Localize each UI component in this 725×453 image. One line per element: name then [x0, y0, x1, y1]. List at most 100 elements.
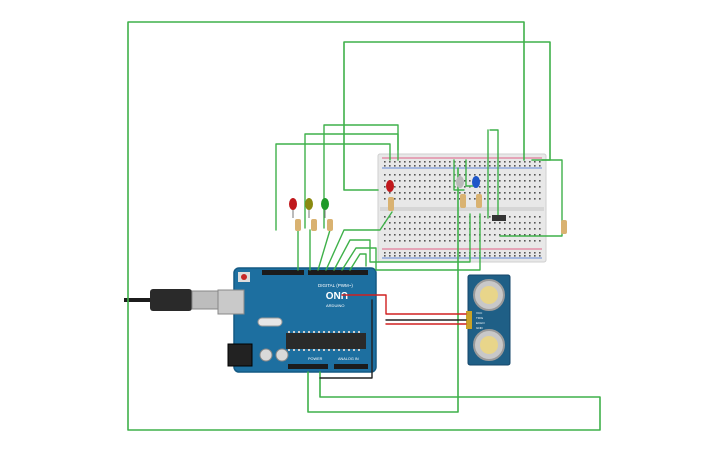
breadboard-hole — [459, 222, 461, 224]
breadboard-hole — [539, 234, 541, 236]
resistor-board-right[interactable] — [561, 220, 567, 234]
wire-d-pin-7[interactable] — [349, 253, 367, 271]
breadboard-hole — [429, 228, 431, 230]
led-red-left[interactable] — [289, 198, 297, 218]
breadboard-hole — [514, 240, 516, 242]
resistor-left-3[interactable] — [327, 219, 333, 231]
breadboard-hole — [499, 198, 501, 200]
breadboard-hole — [389, 165, 391, 167]
breadboard-hole — [499, 192, 501, 194]
breadboard-hole — [519, 174, 521, 176]
breadboard-hole — [459, 255, 461, 257]
wire-outer-loop[interactable] — [127, 21, 601, 431]
breadboard-hole — [394, 161, 396, 163]
breadboard-hole — [409, 198, 411, 200]
wire-bb-right[interactable] — [499, 159, 563, 237]
breadboard-hole — [519, 198, 521, 200]
breadboard-hole — [449, 252, 451, 254]
breadboard-hole — [444, 161, 446, 163]
breadboard-hole — [454, 240, 456, 242]
breadboard-hole — [419, 255, 421, 257]
breadboard-hole — [509, 161, 511, 163]
led-green-left[interactable] — [321, 198, 329, 218]
breadboard-hole — [429, 192, 431, 194]
wire-bb-1[interactable] — [453, 159, 465, 191]
sensor-transducer-top-inner — [480, 286, 498, 304]
breadboard-hole — [509, 198, 511, 200]
breadboard-hole — [414, 180, 416, 182]
wire-bb-2[interactable] — [465, 159, 477, 187]
ultrasonic-sensor[interactable]: VCC TRIG ECHO GND — [466, 274, 511, 366]
chip-pin — [343, 349, 345, 351]
breadboard-hole — [389, 216, 391, 218]
led-blue-board[interactable] — [472, 176, 482, 208]
breadboard-hole — [454, 228, 456, 230]
breadboard-hole — [489, 234, 491, 236]
breadboard-hole — [419, 180, 421, 182]
wire-led-left-top[interactable] — [275, 143, 391, 231]
usb-cable[interactable] — [124, 289, 219, 311]
chip-pin — [303, 349, 305, 351]
breadboard-hole — [399, 222, 401, 224]
sensor-pin-echo: ECHO — [476, 321, 485, 325]
led-yellow-left[interactable] — [305, 198, 313, 218]
breadboard-hole — [519, 216, 521, 218]
breadboard-hole — [534, 161, 536, 163]
wire-sensor-vcc[interactable] — [341, 294, 467, 315]
breadboard-hole — [534, 222, 536, 224]
led-red-board[interactable] — [386, 180, 394, 211]
wire-sensor-gnd[interactable] — [319, 299, 373, 379]
resistor-left-2[interactable] — [311, 219, 317, 231]
breadboard-hole — [524, 165, 526, 167]
wire-d-pin-5[interactable] — [333, 213, 471, 271]
wire-d-pin-6[interactable] — [341, 213, 481, 271]
breadboard-hole — [529, 252, 531, 254]
breadboard-hole — [434, 174, 436, 176]
breadboard-hole — [434, 192, 436, 194]
breadboard-hole — [394, 222, 396, 224]
led-white-board[interactable] — [456, 176, 466, 208]
breadboard-hole — [404, 161, 406, 163]
wire-d-pin-3[interactable] — [317, 229, 331, 271]
arduino-uno[interactable]: DIGITAL (PWM~) UNO ARDUINO POWER ANALOG … — [217, 267, 377, 373]
breadboard-hole — [464, 186, 466, 188]
breadboard-hole — [504, 222, 506, 224]
breadboard-hole — [434, 222, 436, 224]
breadboard-hole — [404, 174, 406, 176]
wire-led-left-top-3[interactable] — [323, 124, 399, 229]
breadboard-hole — [534, 240, 536, 242]
digital-header-2 — [308, 270, 368, 275]
breadboard-hole — [449, 192, 451, 194]
breadboard-hole — [384, 180, 386, 182]
wire-bb-3[interactable] — [489, 129, 499, 219]
chip-pin — [323, 331, 325, 333]
breadboard-hole — [454, 174, 456, 176]
breadboard-hole — [444, 192, 446, 194]
resistor-left-1[interactable] — [295, 219, 301, 231]
resistor-left-2-body — [311, 219, 317, 231]
breadboard-hole — [419, 228, 421, 230]
breadboard-hole — [519, 228, 521, 230]
breadboard-hole — [404, 216, 406, 218]
breadboard-hole — [384, 186, 386, 188]
chip-pin — [308, 331, 310, 333]
buzzer-component[interactable] — [492, 215, 506, 221]
breadboard-hole — [389, 174, 391, 176]
breadboard-hole — [514, 228, 516, 230]
breadboard-hole — [499, 161, 501, 163]
breadboard-hole — [519, 186, 521, 188]
breadboard-hole — [439, 222, 441, 224]
breadboard-hole — [394, 192, 396, 194]
wire-bottom-loop[interactable] — [307, 167, 459, 413]
breadboard-hole — [389, 240, 391, 242]
breadboard-hole — [394, 165, 396, 167]
led-red-board-body — [386, 180, 394, 192]
breadboard-hole — [514, 180, 516, 182]
breadboard-hole — [414, 255, 416, 257]
breadboard-hole — [454, 180, 456, 182]
breadboard-hole — [424, 228, 426, 230]
analog-header — [334, 364, 368, 369]
wire-d-pin-4[interactable] — [325, 211, 393, 271]
breadboard-hole — [439, 252, 441, 254]
